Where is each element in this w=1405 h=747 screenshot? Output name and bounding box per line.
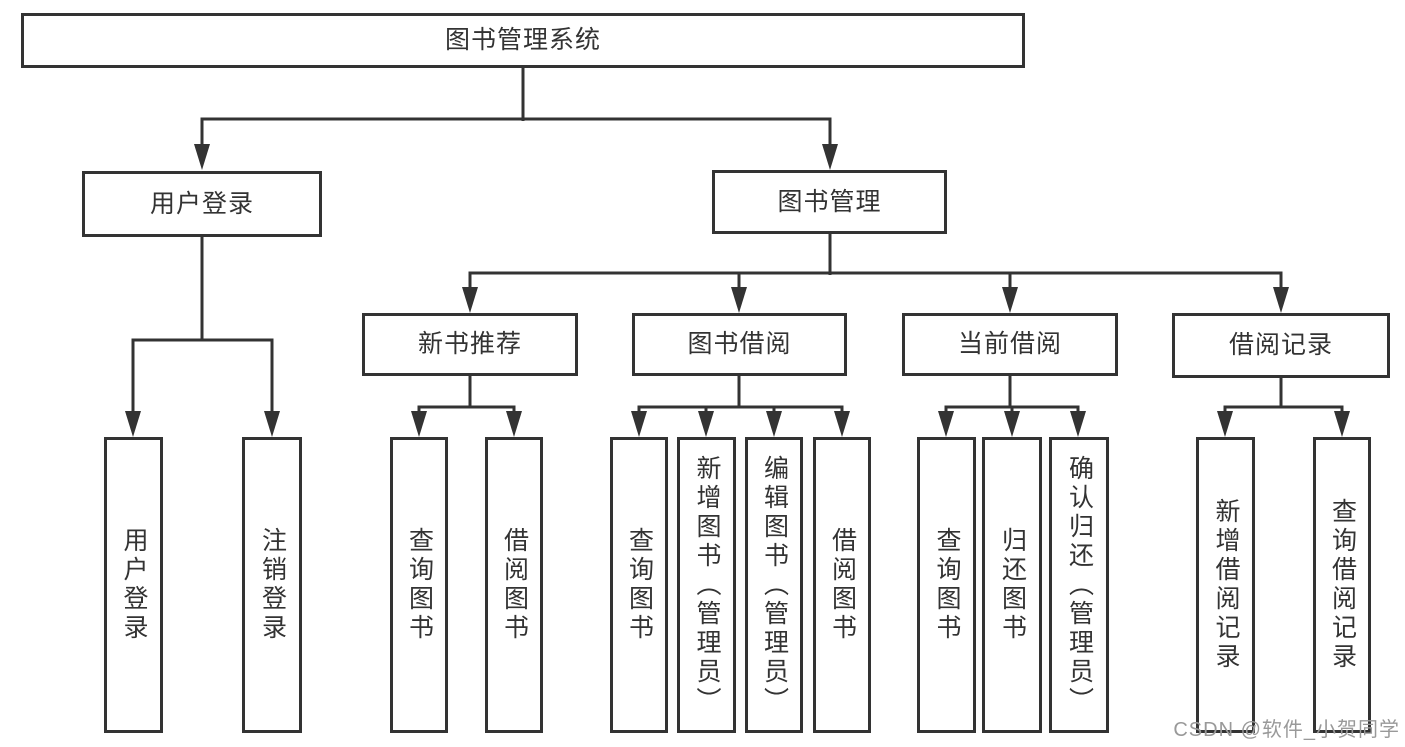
node-borrow-records: 借阅记录 bbox=[1172, 313, 1390, 378]
node-user-login: 用户登录 bbox=[82, 171, 322, 237]
leaf-user-login: 用户登录 bbox=[104, 437, 163, 733]
leaf-query-book-current: 查询图书 bbox=[917, 437, 976, 733]
leaf-add-book-admin: 新增图书（管理员） bbox=[677, 437, 736, 733]
node-book-management: 图书管理 bbox=[712, 170, 947, 234]
csdn-watermark: CSDN @软件_小贺同学 bbox=[1173, 719, 1400, 741]
leaf-edit-book-admin: 编辑图书（管理员） bbox=[745, 437, 803, 733]
leaf-add-borrow-record: 新增借阅记录 bbox=[1196, 437, 1255, 733]
leaf-query-borrow-record: 查询借阅记录 bbox=[1313, 437, 1371, 733]
leaf-query-book-recommend: 查询图书 bbox=[390, 437, 448, 733]
leaf-query-book-borrowing: 查询图书 bbox=[610, 437, 668, 733]
leaf-confirm-return-admin: 确认归还（管理员） bbox=[1049, 437, 1109, 733]
node-current-borrowing: 当前借阅 bbox=[902, 313, 1118, 376]
node-new-book-recommend: 新书推荐 bbox=[362, 313, 578, 376]
leaf-borrow-book: 借阅图书 bbox=[813, 437, 871, 733]
leaf-logout: 注销登录 bbox=[242, 437, 302, 733]
leaf-borrow-book-recommend: 借阅图书 bbox=[485, 437, 543, 733]
leaf-return-book: 归还图书 bbox=[982, 437, 1042, 733]
node-book-borrowing: 图书借阅 bbox=[632, 313, 847, 376]
node-root: 图书管理系统 bbox=[21, 13, 1025, 68]
